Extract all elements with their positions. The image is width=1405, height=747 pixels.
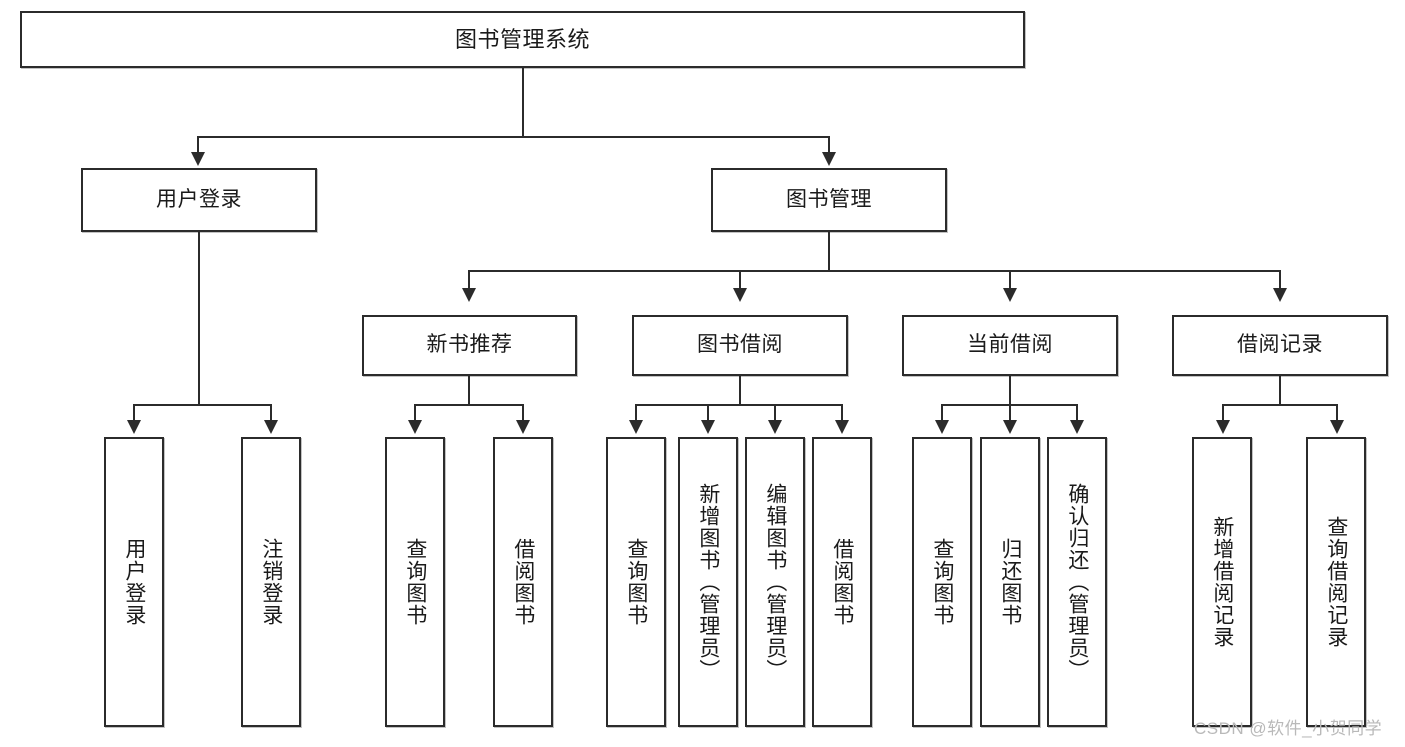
leaf-user-login[interactable]: 用户登录 (104, 437, 164, 727)
node-label: 新书推荐 (426, 333, 513, 357)
leaf-query-book-recommend[interactable]: 查询图书 (385, 437, 445, 727)
arrowhead-leaf-b2 (701, 420, 715, 434)
leaf-logout[interactable]: 注销登录 (241, 437, 301, 727)
connector-level3-bus (468, 270, 1280, 272)
connector-user-login-leafbus (133, 404, 270, 406)
arrowhead-book-borrow (733, 288, 747, 302)
node-root-system[interactable]: 图书管理系统 (20, 11, 1025, 68)
connector-drop-leaf-n1 (414, 404, 416, 422)
connector-drop-leaf-c2 (1009, 404, 1011, 422)
connector-drop-new-book (468, 270, 470, 290)
arrowhead-leaf-n2 (516, 420, 530, 434)
node-current-borrow[interactable]: 当前借阅 (902, 315, 1118, 376)
connector-current-borrow-stem (1009, 376, 1011, 405)
node-label: 借阅图书 (511, 538, 535, 626)
node-label: 新增借阅记录 (1210, 516, 1234, 648)
arrowhead-leaf-r1 (1216, 420, 1230, 434)
node-label: 图书管理系统 (454, 26, 590, 52)
leaf-query-book-borrow[interactable]: 查询图书 (606, 437, 666, 727)
arrowhead-leaf-b3 (768, 420, 782, 434)
node-label: 归还图书 (998, 538, 1022, 626)
connector-drop-leaf-c3 (1076, 404, 1078, 422)
arrowhead-current-borrow (1003, 288, 1017, 302)
connector-drop-leaf-b2 (707, 404, 709, 422)
node-label: 新增图书（管理员） (696, 483, 720, 681)
node-label: 当前借阅 (967, 333, 1053, 357)
connector-drop-leaf-u2 (270, 404, 272, 422)
node-label: 查询图书 (403, 538, 427, 626)
leaf-query-book-current[interactable]: 查询图书 (912, 437, 972, 727)
arrowhead-borrow-record (1273, 288, 1287, 302)
node-label: 查询图书 (624, 538, 648, 626)
connector-book-borrow-stem (739, 376, 741, 405)
node-label: 查询图书 (930, 538, 954, 626)
node-book-management[interactable]: 图书管理 (711, 168, 947, 232)
leaf-add-book-admin[interactable]: 新增图书（管理员） (678, 437, 738, 727)
connector-drop-leaf-b3 (774, 404, 776, 422)
arrowhead-leaf-b4 (835, 420, 849, 434)
connector-drop-user-login (197, 136, 199, 154)
connector-book-borrow-leafbus (635, 404, 842, 406)
arrowhead-user-login (191, 152, 205, 166)
node-label: 用户登录 (122, 538, 146, 626)
connector-root-stem (522, 68, 524, 137)
node-borrow-record[interactable]: 借阅记录 (1172, 315, 1388, 376)
connector-drop-leaf-c1 (941, 404, 943, 422)
connector-new-book-stem (468, 376, 470, 405)
leaf-add-borrow-record[interactable]: 新增借阅记录 (1192, 437, 1252, 727)
connector-book-mgmt-stem (828, 232, 830, 271)
node-book-borrow[interactable]: 图书借阅 (632, 315, 848, 376)
leaf-return-book[interactable]: 归还图书 (980, 437, 1040, 727)
node-label: 借阅记录 (1237, 333, 1323, 357)
connector-borrow-record-leafbus (1222, 404, 1338, 406)
arrowhead-leaf-r2 (1330, 420, 1344, 434)
node-new-book-recommend[interactable]: 新书推荐 (362, 315, 577, 376)
node-label: 注销登录 (259, 538, 283, 626)
arrowhead-leaf-c2 (1003, 420, 1017, 434)
node-label: 编辑图书（管理员） (763, 483, 787, 681)
connector-drop-leaf-u1 (133, 404, 135, 422)
arrowhead-book-mgmt (822, 152, 836, 166)
connector-drop-leaf-b1 (635, 404, 637, 422)
connector-level2-bus (197, 136, 829, 138)
connector-drop-leaf-n2 (522, 404, 524, 422)
connector-drop-current-borrow (1009, 270, 1011, 290)
arrowhead-new-book (462, 288, 476, 302)
arrowhead-leaf-c3 (1070, 420, 1084, 434)
arrowhead-leaf-c1 (935, 420, 949, 434)
leaf-edit-book-admin[interactable]: 编辑图书（管理员） (745, 437, 805, 727)
leaf-query-borrow-record[interactable]: 查询借阅记录 (1306, 437, 1366, 727)
connector-user-login-stem (198, 232, 200, 405)
arrowhead-leaf-u2 (264, 420, 278, 434)
connector-drop-leaf-b4 (841, 404, 843, 422)
connector-drop-book-borrow (739, 270, 741, 290)
connector-borrow-record-stem (1279, 376, 1281, 405)
node-label: 确认归还（管理员） (1065, 483, 1089, 681)
arrowhead-leaf-b1 (629, 420, 643, 434)
node-label: 查询借阅记录 (1324, 516, 1348, 648)
node-user-login[interactable]: 用户登录 (81, 168, 317, 232)
connector-drop-leaf-r1 (1222, 404, 1224, 422)
node-label: 用户登录 (156, 187, 242, 211)
connector-new-book-leafbus (414, 404, 524, 406)
node-label: 图书借阅 (697, 333, 783, 357)
arrowhead-leaf-u1 (127, 420, 141, 434)
connector-drop-leaf-r2 (1336, 404, 1338, 422)
connector-drop-borrow-record (1279, 270, 1281, 290)
arrowhead-leaf-n1 (408, 420, 422, 434)
leaf-confirm-return-admin[interactable]: 确认归还（管理员） (1047, 437, 1107, 727)
connector-drop-book-mgmt (828, 136, 830, 154)
node-label: 借阅图书 (830, 538, 854, 626)
leaf-borrow-book-recommend[interactable]: 借阅图书 (493, 437, 553, 727)
node-label: 图书管理 (786, 187, 872, 211)
leaf-borrow-book[interactable]: 借阅图书 (812, 437, 872, 727)
